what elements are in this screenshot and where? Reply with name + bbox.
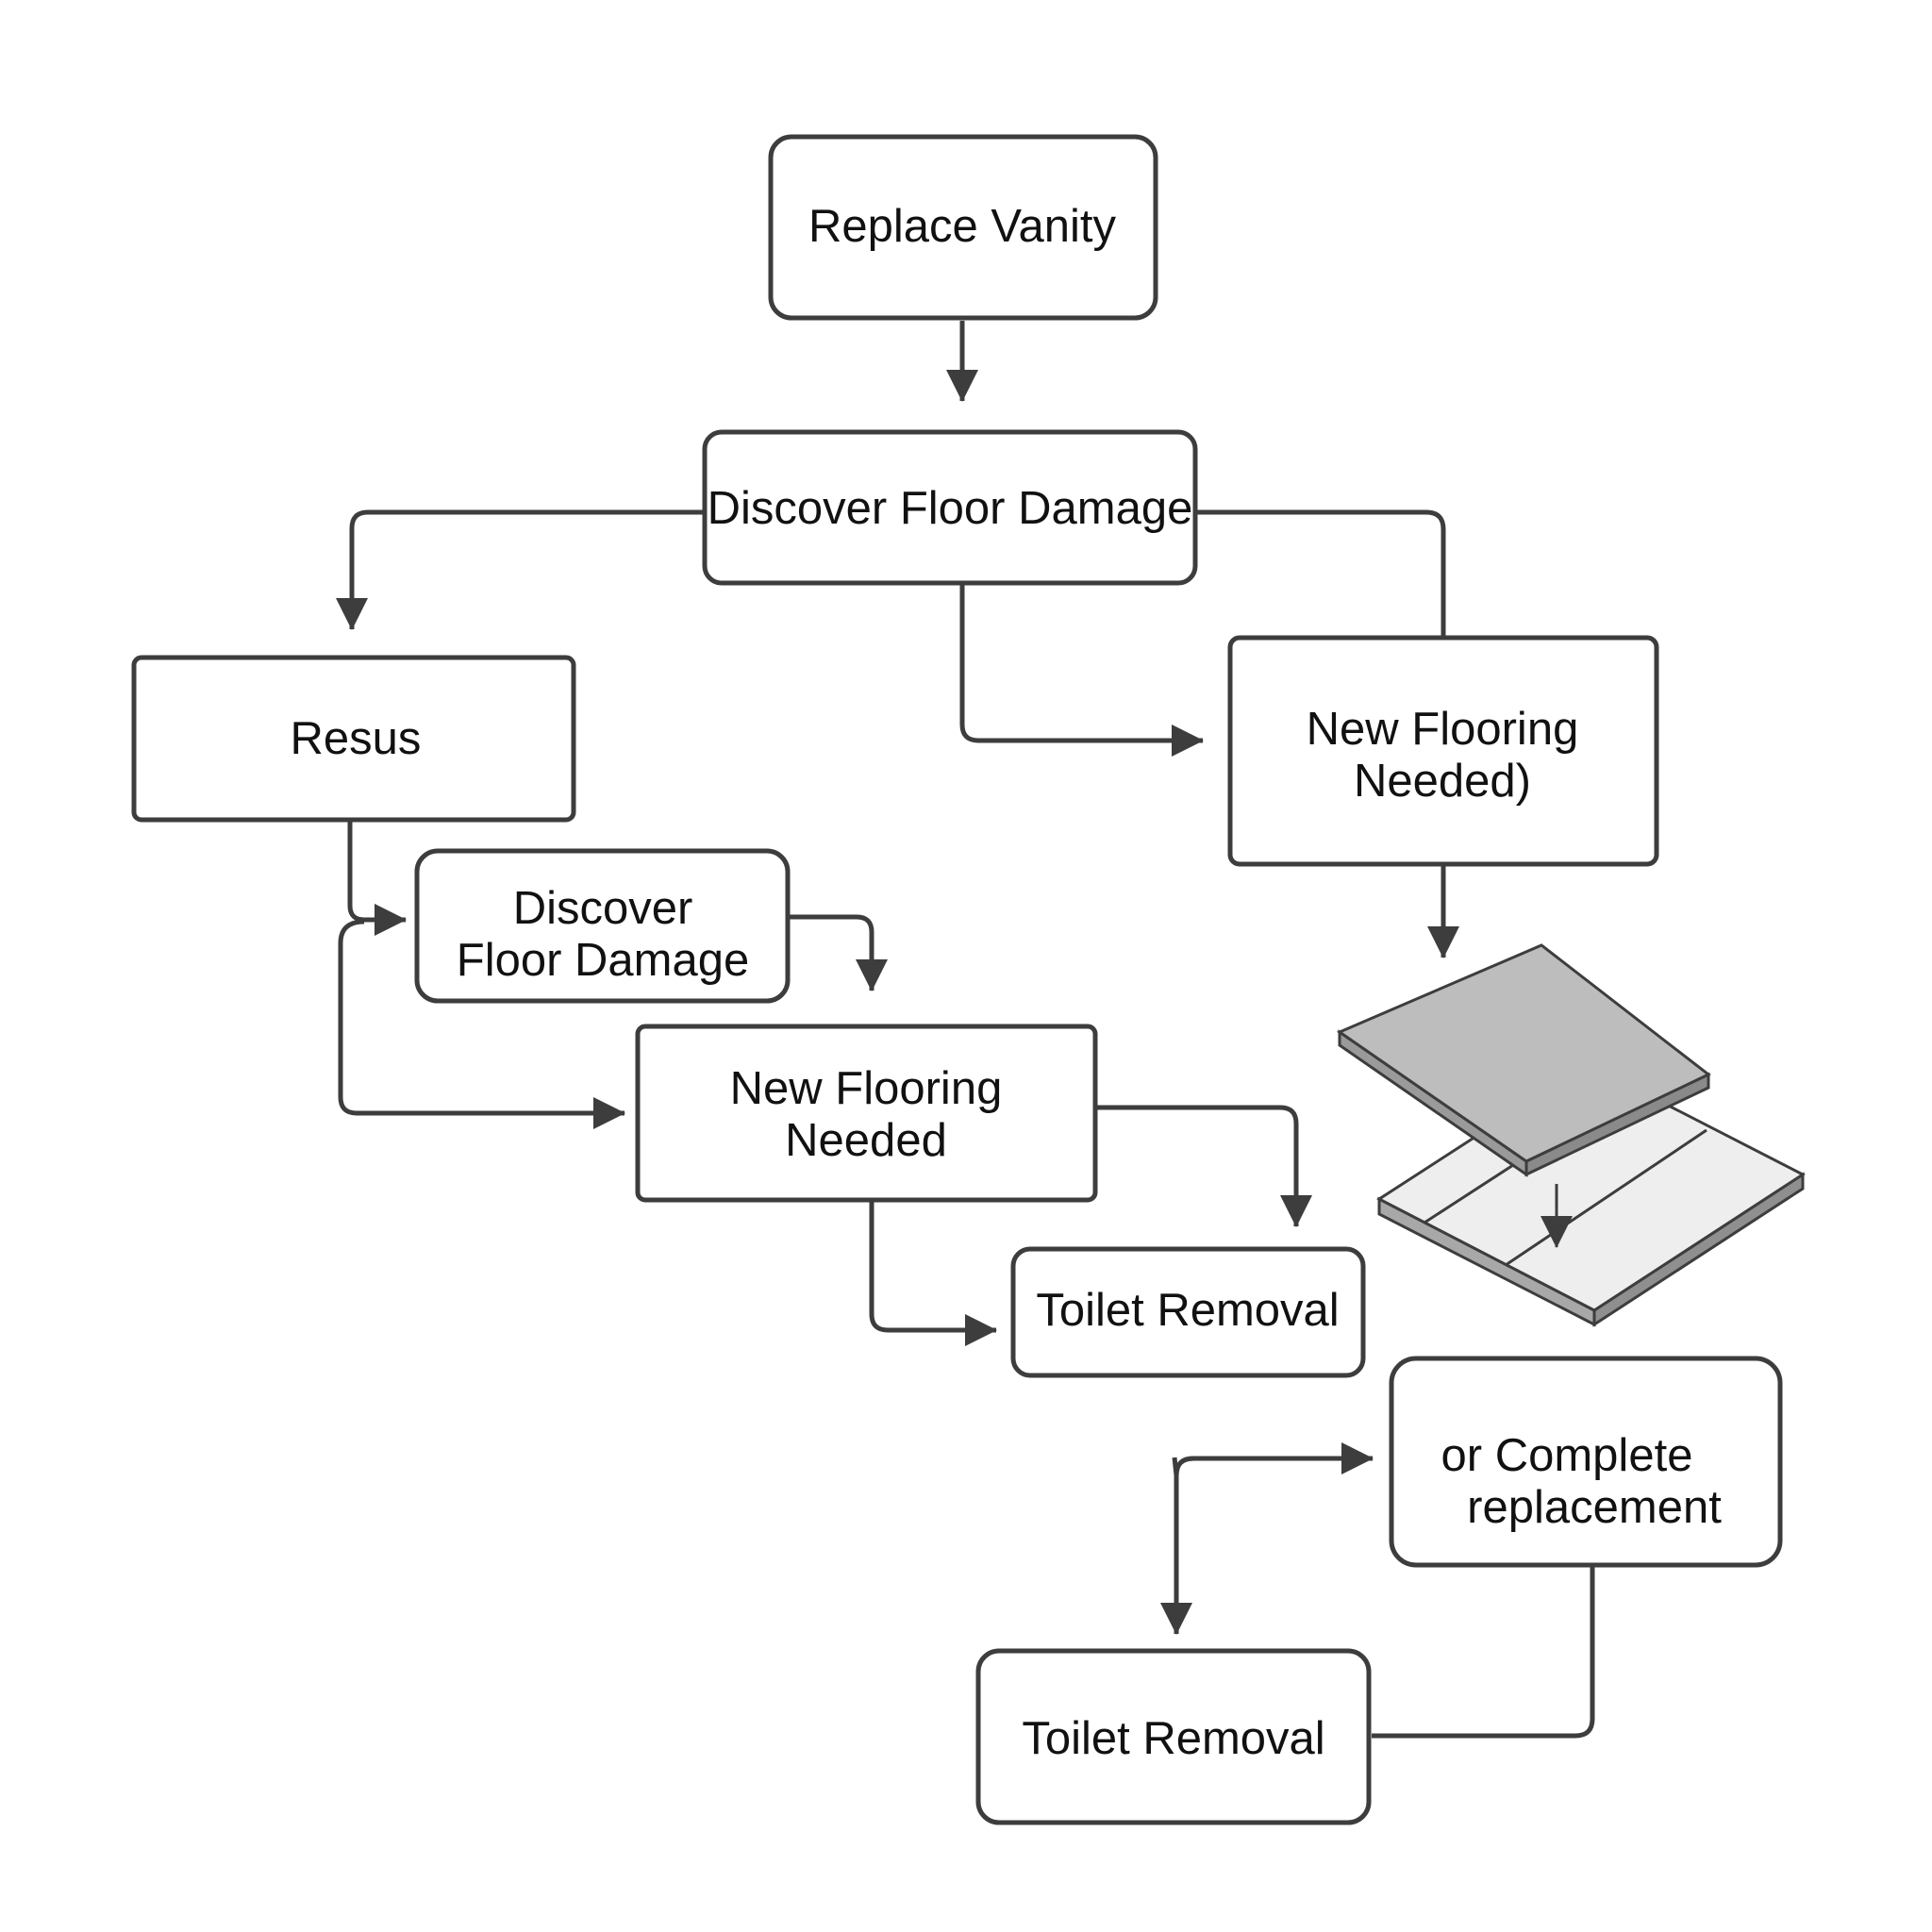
edge-discover-mid-out [790, 914, 888, 992]
node-resus: Resus [131, 655, 576, 823]
node-toilet-removal-bottom: Toilet Removal [975, 1648, 1372, 1825]
flooring-tile-illustration [1336, 943, 1806, 1327]
node-or-complete-replacement-line2: replacement [1467, 1482, 1722, 1533]
edge-resus-to-discover-mid [347, 821, 408, 937]
edge-complete-replacement-loop [1372, 1567, 1595, 1739]
tile-top [1336, 943, 1711, 1163]
node-new-flooring-needed-mid: New Flooring Needed [635, 1024, 1098, 1203]
node-or-complete-replacement: or Complete replacement [1389, 1356, 1783, 1568]
board-plank-line-2 [1505, 1128, 1707, 1267]
node-discover-floor-damage-mid: Discover Floor Damage [414, 848, 791, 1004]
node-replace-vanity: Replace Vanity [768, 134, 1158, 321]
node-discover-floor-damage-top: Discover Floor Damage [702, 429, 1198, 586]
node-toilet-removal-bottom-label: Toilet Removal [1022, 1713, 1324, 1764]
node-new-flooring-needed-mid-line1: New Flooring [730, 1063, 1003, 1114]
node-toilet-removal-mid: Toilet Removal [1010, 1246, 1366, 1378]
node-new-flooring-needed-mid-line2: Needed [785, 1115, 947, 1166]
edge-discover-to-right-branch [1196, 509, 1446, 636]
node-discover-floor-damage-mid-line1: Discover [513, 883, 693, 934]
edge-into-complete-replacement [1172, 1442, 1374, 1478]
node-discover-floor-damage-top-label: Discover Floor Damage [708, 483, 1193, 534]
node-new-flooring-needed-right-line1: New Flooring [1307, 704, 1579, 755]
edge-discover-to-resus [335, 509, 703, 631]
node-toilet-removal-mid-label: Toilet Removal [1036, 1285, 1339, 1336]
node-new-flooring-needed-right-line2: Needed) [1354, 756, 1531, 807]
edge-discover-to-new-flooring [959, 583, 1205, 758]
node-discover-floor-damage-mid-line2: Floor Damage [457, 935, 749, 986]
node-or-complete-replacement-line1: or Complete [1441, 1430, 1693, 1481]
connectors [335, 321, 1595, 1739]
edge-new-flooring-mid-to-toilet [1096, 1105, 1312, 1228]
edge-to-toilet-bottom [1159, 1456, 1194, 1636]
edge-new-flooring-mid-down-to-toilet [869, 1200, 998, 1347]
edge-loop-to-new-flooring-mid [338, 919, 626, 1130]
node-replace-vanity-label: Replace Vanity [808, 201, 1116, 252]
node-new-flooring-needed-right: New Flooring Needed) [1227, 635, 1659, 867]
node-resus-label: Resus [291, 713, 422, 764]
